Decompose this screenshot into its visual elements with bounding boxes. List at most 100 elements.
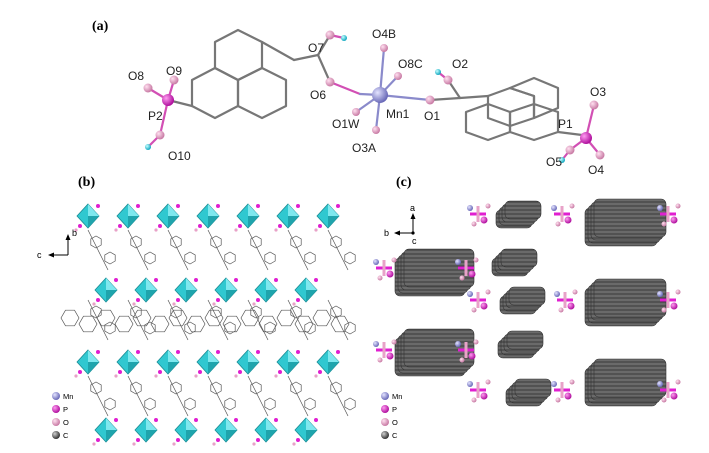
panel-label-b: (b) — [78, 175, 95, 190]
atom-p1 — [580, 132, 592, 144]
label-p2: P2 — [148, 109, 163, 123]
b-octahedron — [252, 417, 278, 446]
b-hexagon — [250, 235, 262, 249]
b-hexagon — [264, 251, 276, 265]
b-octahedron — [132, 417, 158, 446]
c-aromatic-bundle — [394, 248, 475, 297]
b-hexagon — [304, 397, 316, 411]
atom-o4 — [595, 150, 605, 160]
b-linker — [127, 229, 149, 271]
atom-o8 — [143, 83, 153, 93]
c-coordination-cluster — [554, 289, 578, 313]
legend-c-p-sphere — [381, 405, 389, 413]
atom-o3 — [589, 100, 599, 110]
c-coordination-cluster — [551, 203, 575, 227]
b-octahedron — [92, 277, 118, 306]
atom-o7 — [325, 30, 335, 40]
label-o4b: O4B — [372, 27, 396, 41]
b-linker — [87, 229, 109, 271]
b-linker — [167, 299, 189, 341]
b-hexagon — [330, 381, 342, 395]
c-framework — [373, 198, 681, 407]
left-ligand-rings — [166, 28, 332, 120]
c-aromatic-bundle — [394, 328, 475, 377]
label-o3: O3 — [590, 85, 606, 99]
legend-c-label: C — [63, 431, 69, 440]
b-octahedron — [292, 277, 318, 306]
atom-o1w — [352, 108, 360, 116]
b-octahedron — [154, 203, 180, 232]
b-hexagon — [250, 381, 262, 395]
legend-mn-label: Mn — [63, 392, 73, 401]
b-linker — [207, 299, 229, 341]
b-hexagon — [184, 321, 196, 335]
b-hexagon — [290, 381, 302, 395]
carboxyl-right — [435, 69, 453, 85]
b-octahedron — [212, 417, 238, 446]
legend-c-mn-sphere — [381, 392, 389, 400]
atom-o8c — [394, 72, 402, 80]
b-hexagon — [90, 381, 102, 395]
atom-o3a — [372, 126, 380, 134]
carboxyl-left — [325, 30, 362, 96]
atom-p2 — [162, 94, 174, 106]
b-octahedron — [114, 349, 140, 378]
legend-o-sphere — [52, 418, 60, 426]
b-linker — [207, 229, 229, 271]
b-octahedron — [234, 349, 260, 378]
b-linker — [247, 229, 269, 271]
c-coordination-cluster — [467, 203, 491, 227]
b-octahedron — [274, 203, 300, 232]
b-octahedron — [292, 417, 318, 446]
b-linker — [167, 229, 189, 271]
b-hexagon — [60, 309, 80, 327]
b-hexagon — [104, 321, 116, 335]
b-hexagon — [130, 305, 142, 319]
b-octahedron — [132, 277, 158, 306]
label-o1: O1 — [424, 109, 440, 123]
b-hexagon — [186, 315, 206, 333]
b-linker — [87, 375, 109, 417]
b-hexagon — [170, 381, 182, 395]
atom-mn1 — [372, 87, 388, 103]
c-aromatic-stack — [491, 248, 538, 277]
b-linker — [287, 299, 309, 341]
b-hexagon — [96, 309, 116, 327]
legend-c-o-sphere — [381, 418, 389, 426]
b-hexagon — [210, 305, 222, 319]
b-octahedron — [314, 349, 340, 378]
label-o8c: O8C — [398, 57, 423, 71]
b-hexagon — [210, 381, 222, 395]
b-linker — [247, 375, 269, 417]
b-hexagon — [144, 251, 156, 265]
c-coordination-cluster — [455, 339, 479, 363]
c-axis-c-label: c — [412, 236, 417, 246]
b-axis-b-label: b — [72, 228, 77, 238]
b-octahedron — [114, 203, 140, 232]
b-octahedron — [74, 349, 100, 378]
legend-o-label: O — [63, 418, 69, 427]
b-hexagon — [144, 321, 156, 335]
p2-group — [143, 75, 179, 150]
label-o9: O9 — [166, 64, 182, 78]
b-hexagon — [104, 251, 116, 265]
b-linker — [327, 229, 349, 271]
label-o2: O2 — [452, 57, 468, 71]
legend-c-c-label: C — [392, 431, 398, 440]
c-aromatic-stack — [505, 378, 552, 407]
b-hexagon — [290, 305, 302, 319]
c-coordination-cluster — [467, 289, 491, 313]
right-ligand-rings — [428, 76, 584, 142]
b-octahedron — [172, 417, 198, 446]
b-octahedron — [172, 277, 198, 306]
b-hexagon — [224, 251, 236, 265]
b-framework — [60, 229, 356, 417]
c-aromatic-bundle — [584, 278, 667, 327]
b-hexagon — [330, 235, 342, 249]
b-hexagon — [78, 315, 98, 333]
b-hexagon — [130, 381, 142, 395]
b-hexagon — [304, 321, 316, 335]
b-hexagon — [150, 315, 170, 333]
b-axes: b c — [37, 228, 77, 260]
c-aromatic-stack — [499, 286, 546, 315]
